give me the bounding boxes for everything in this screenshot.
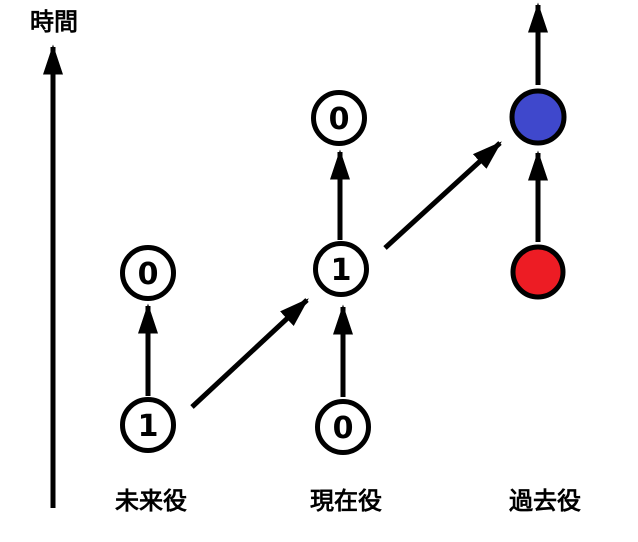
node-future-bottom-circle <box>120 397 176 453</box>
time-axis: 時間 <box>30 8 78 508</box>
node-past-bottom-red-circle <box>510 244 566 300</box>
node-future-bottom-value: 1 <box>138 409 159 444</box>
node-present-middle-circle <box>313 241 369 297</box>
column-label-future: 未来役 <box>115 487 187 515</box>
arrow-present-to-past-diagonal <box>383 141 502 250</box>
node-future-top-value: 0 <box>138 257 159 292</box>
node-future-top-circle <box>120 245 176 301</box>
column-label-present: 現在役 <box>310 487 382 515</box>
node-present-bottom-circle <box>315 399 371 455</box>
node-future-bottom: 1 <box>120 397 176 453</box>
time-axis-label: 時間 <box>30 8 78 36</box>
column-label-past: 過去役 <box>509 487 581 515</box>
arrow-future-to-present-diagonal <box>190 298 309 409</box>
node-present-middle: 1 <box>313 241 369 297</box>
node-present-top-value: 0 <box>329 102 350 137</box>
node-present-top: 0 <box>311 90 367 146</box>
node-present-bottom-value: 0 <box>333 411 354 446</box>
node-present-middle-value: 1 <box>331 253 352 288</box>
node-past-top-blue-circle <box>509 88 567 146</box>
node-future-top: 0 <box>120 245 176 301</box>
node-present-top-circle <box>311 90 367 146</box>
node-present-bottom: 0 <box>315 399 371 455</box>
